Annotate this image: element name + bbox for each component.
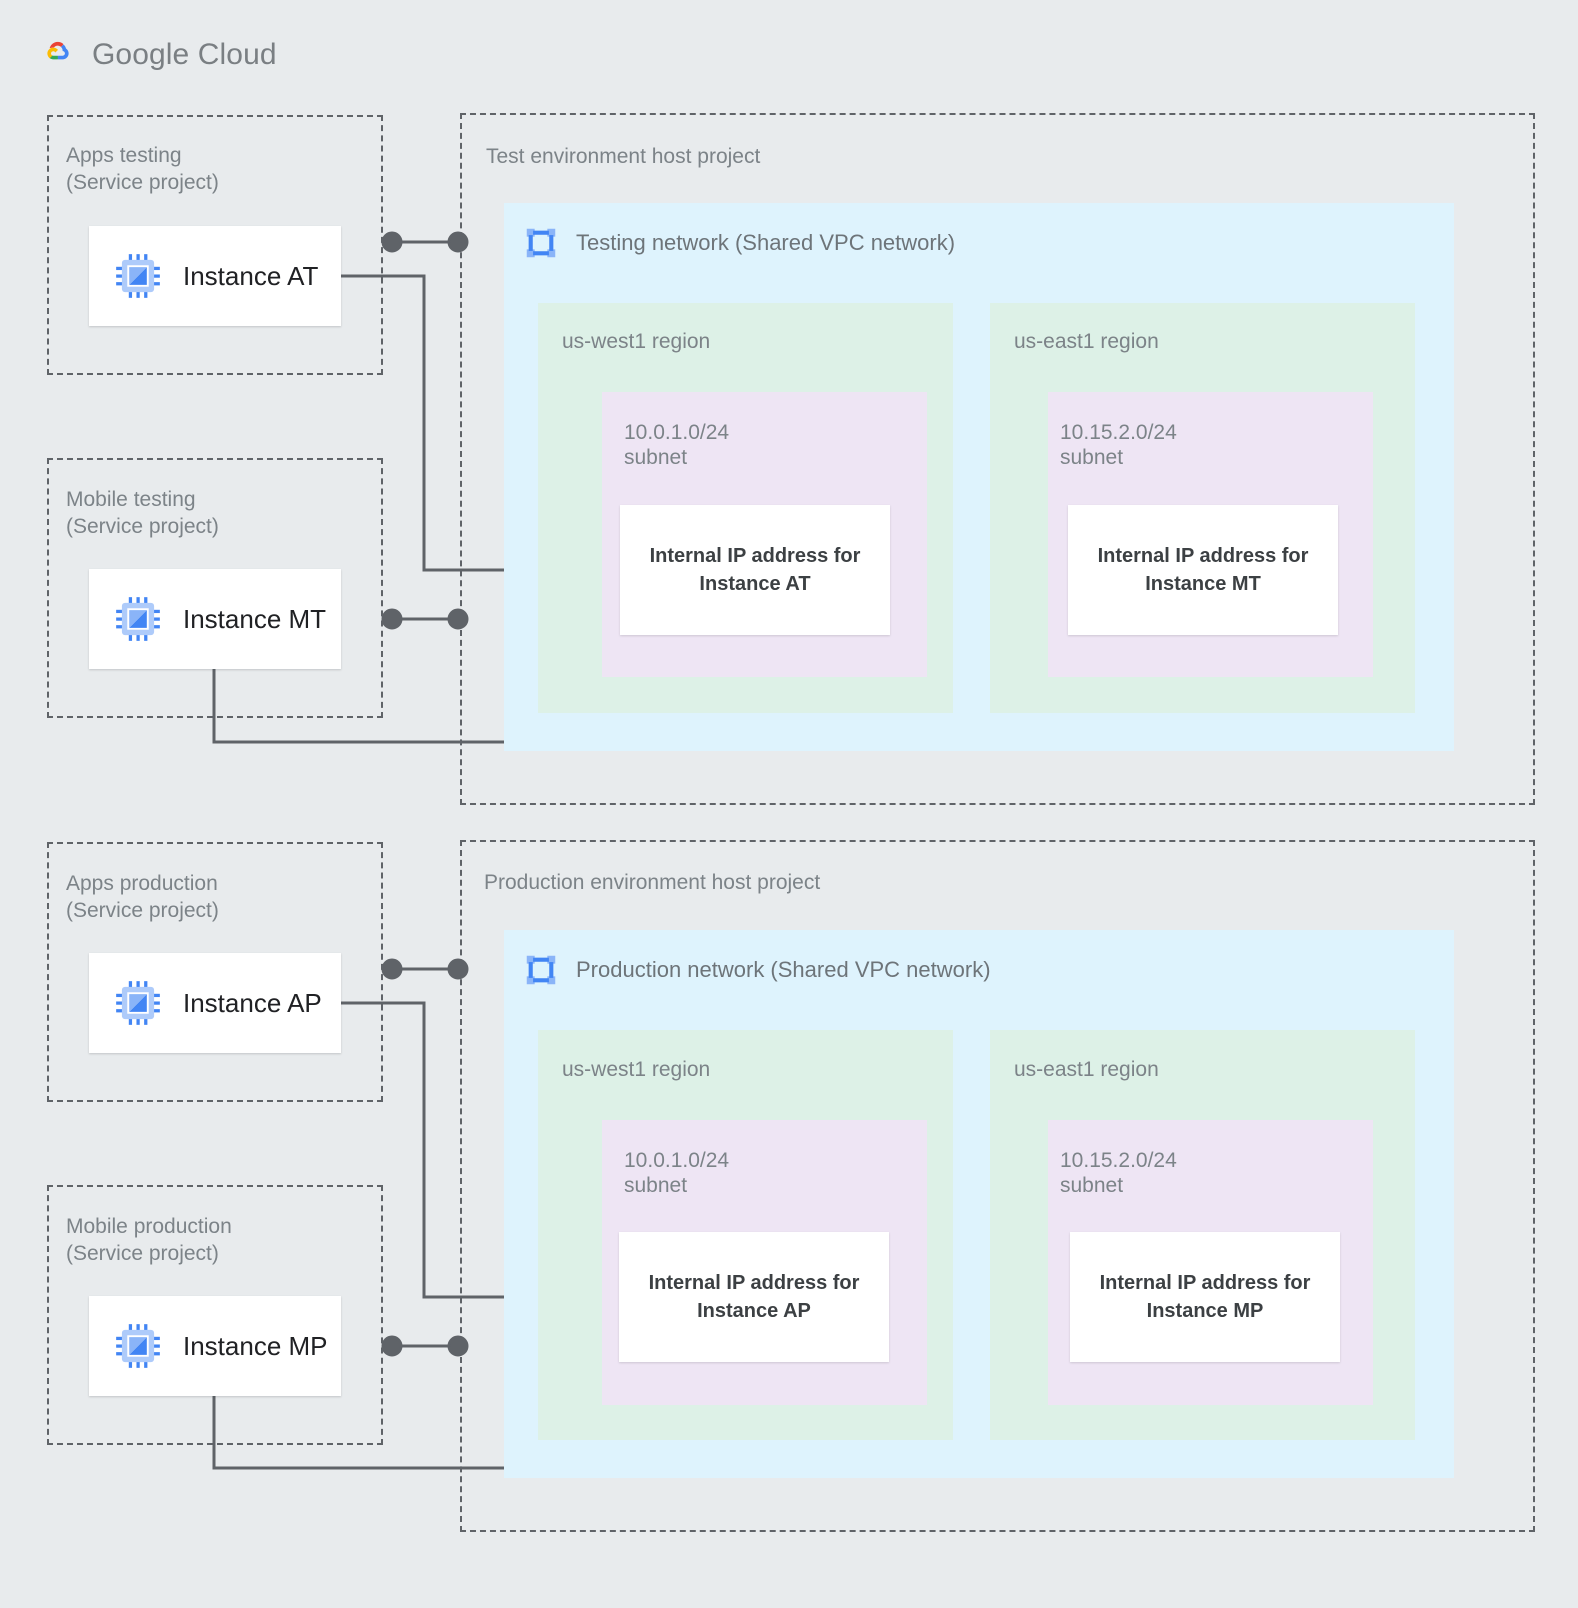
service-project-mobile-production[interactable] (47, 1185, 383, 1445)
instance-card-ap-label: Instance AP (183, 987, 322, 1018)
ip-card-instance-at[interactable]: Internal IP address for Instance AT (620, 505, 890, 635)
instance-card-mp-label: Instance MP (183, 1330, 328, 1361)
service-project-apps-production-label: Apps production (Service project) (66, 872, 219, 922)
service-project-apps-testing-label: Apps testing (Service project) (66, 144, 219, 194)
service-project-apps-testing[interactable] (47, 115, 383, 375)
vpc-network-testing-title: Testing network (Shared VPC network) (576, 230, 956, 255)
instance-card-mt-label: Instance MT (183, 603, 327, 634)
vpc-network-testing-header: Testing network (Shared VPC network) (522, 224, 955, 262)
subnet-test-us-west1-cidr: 10.0.1.0/24 subnet (624, 421, 730, 469)
brand-name-google: Google (92, 38, 190, 71)
subnet-prod-us-east1-cidr: 10.15.2.0/24 subnet (1060, 1149, 1177, 1197)
service-project-apps-production[interactable] (47, 842, 383, 1102)
compute-instance-chip-icon (116, 597, 160, 641)
google-cloud-logo-icon (47, 41, 69, 60)
instance-card-ap[interactable]: Instance AP (89, 953, 341, 1053)
ip-card-instance-mp-text: Internal IP address for Instance MP (1099, 1272, 1311, 1322)
ip-card-instance-mp[interactable]: Internal IP address for Instance MP (1070, 1232, 1340, 1362)
host-project-production-environment[interactable] (460, 840, 1535, 1532)
google-cloud-brand: Google Cloud (32, 32, 277, 78)
ip-card-instance-mt[interactable]: Internal IP address for Instance MT (1068, 505, 1338, 635)
compute-instance-chip-icon (116, 1324, 160, 1368)
instance-card-mp[interactable]: Instance MP (89, 1296, 341, 1396)
ip-card-instance-ap[interactable]: Internal IP address for Instance AP (619, 1232, 889, 1362)
host-project-production-label: Production environment host project (484, 871, 821, 894)
ip-card-instance-at-text: Internal IP address for Instance AT (649, 545, 861, 595)
region-test-us-west1-label: us-west1 region (562, 330, 711, 353)
region-test-us-east1-label: us-east1 region (1014, 330, 1159, 353)
ip-card-instance-mt-text: Internal IP address for Instance MT (1097, 545, 1309, 595)
service-project-mobile-testing[interactable] (47, 458, 383, 718)
host-project-test-label: Test environment host project (486, 145, 761, 168)
region-prod-us-east1-label: us-east1 region (1014, 1058, 1159, 1081)
vpc-network-production-title: Production network (Shared VPC network) (576, 957, 991, 982)
instance-card-mt[interactable]: Instance MT (89, 569, 341, 669)
vpc-network-icon (526, 955, 556, 985)
dot-apps-production-out (381, 958, 403, 980)
service-project-mobile-testing-label: Mobile testing (Service project) (66, 488, 219, 538)
brand-name-cloud: Cloud (189, 38, 277, 71)
compute-instance-chip-icon (116, 981, 160, 1025)
vpc-network-production-header: Production network (Shared VPC network) (522, 951, 991, 989)
vpc-network-icon (526, 228, 556, 258)
host-project-test-environment[interactable] (460, 113, 1535, 805)
subnet-prod-us-west1-cidr: 10.0.1.0/24 subnet (624, 1149, 730, 1197)
brand-wordmark: Google Cloud (92, 38, 277, 72)
instance-card-at-label: Instance AT (183, 260, 319, 291)
region-prod-us-west1-label: us-west1 region (562, 1058, 711, 1081)
ip-card-instance-ap-text: Internal IP address for Instance AP (648, 1272, 860, 1322)
instance-card-at[interactable]: Instance AT (89, 226, 341, 326)
dot-mobile-testing-out (381, 608, 403, 630)
compute-instance-chip-icon (116, 254, 160, 298)
subnet-test-us-east1-cidr: 10.15.2.0/24 subnet (1060, 421, 1177, 469)
service-project-mobile-production-label: Mobile production (Service project) (66, 1215, 232, 1265)
dot-mobile-production-out (381, 1335, 403, 1357)
dot-apps-testing-out (381, 231, 403, 253)
